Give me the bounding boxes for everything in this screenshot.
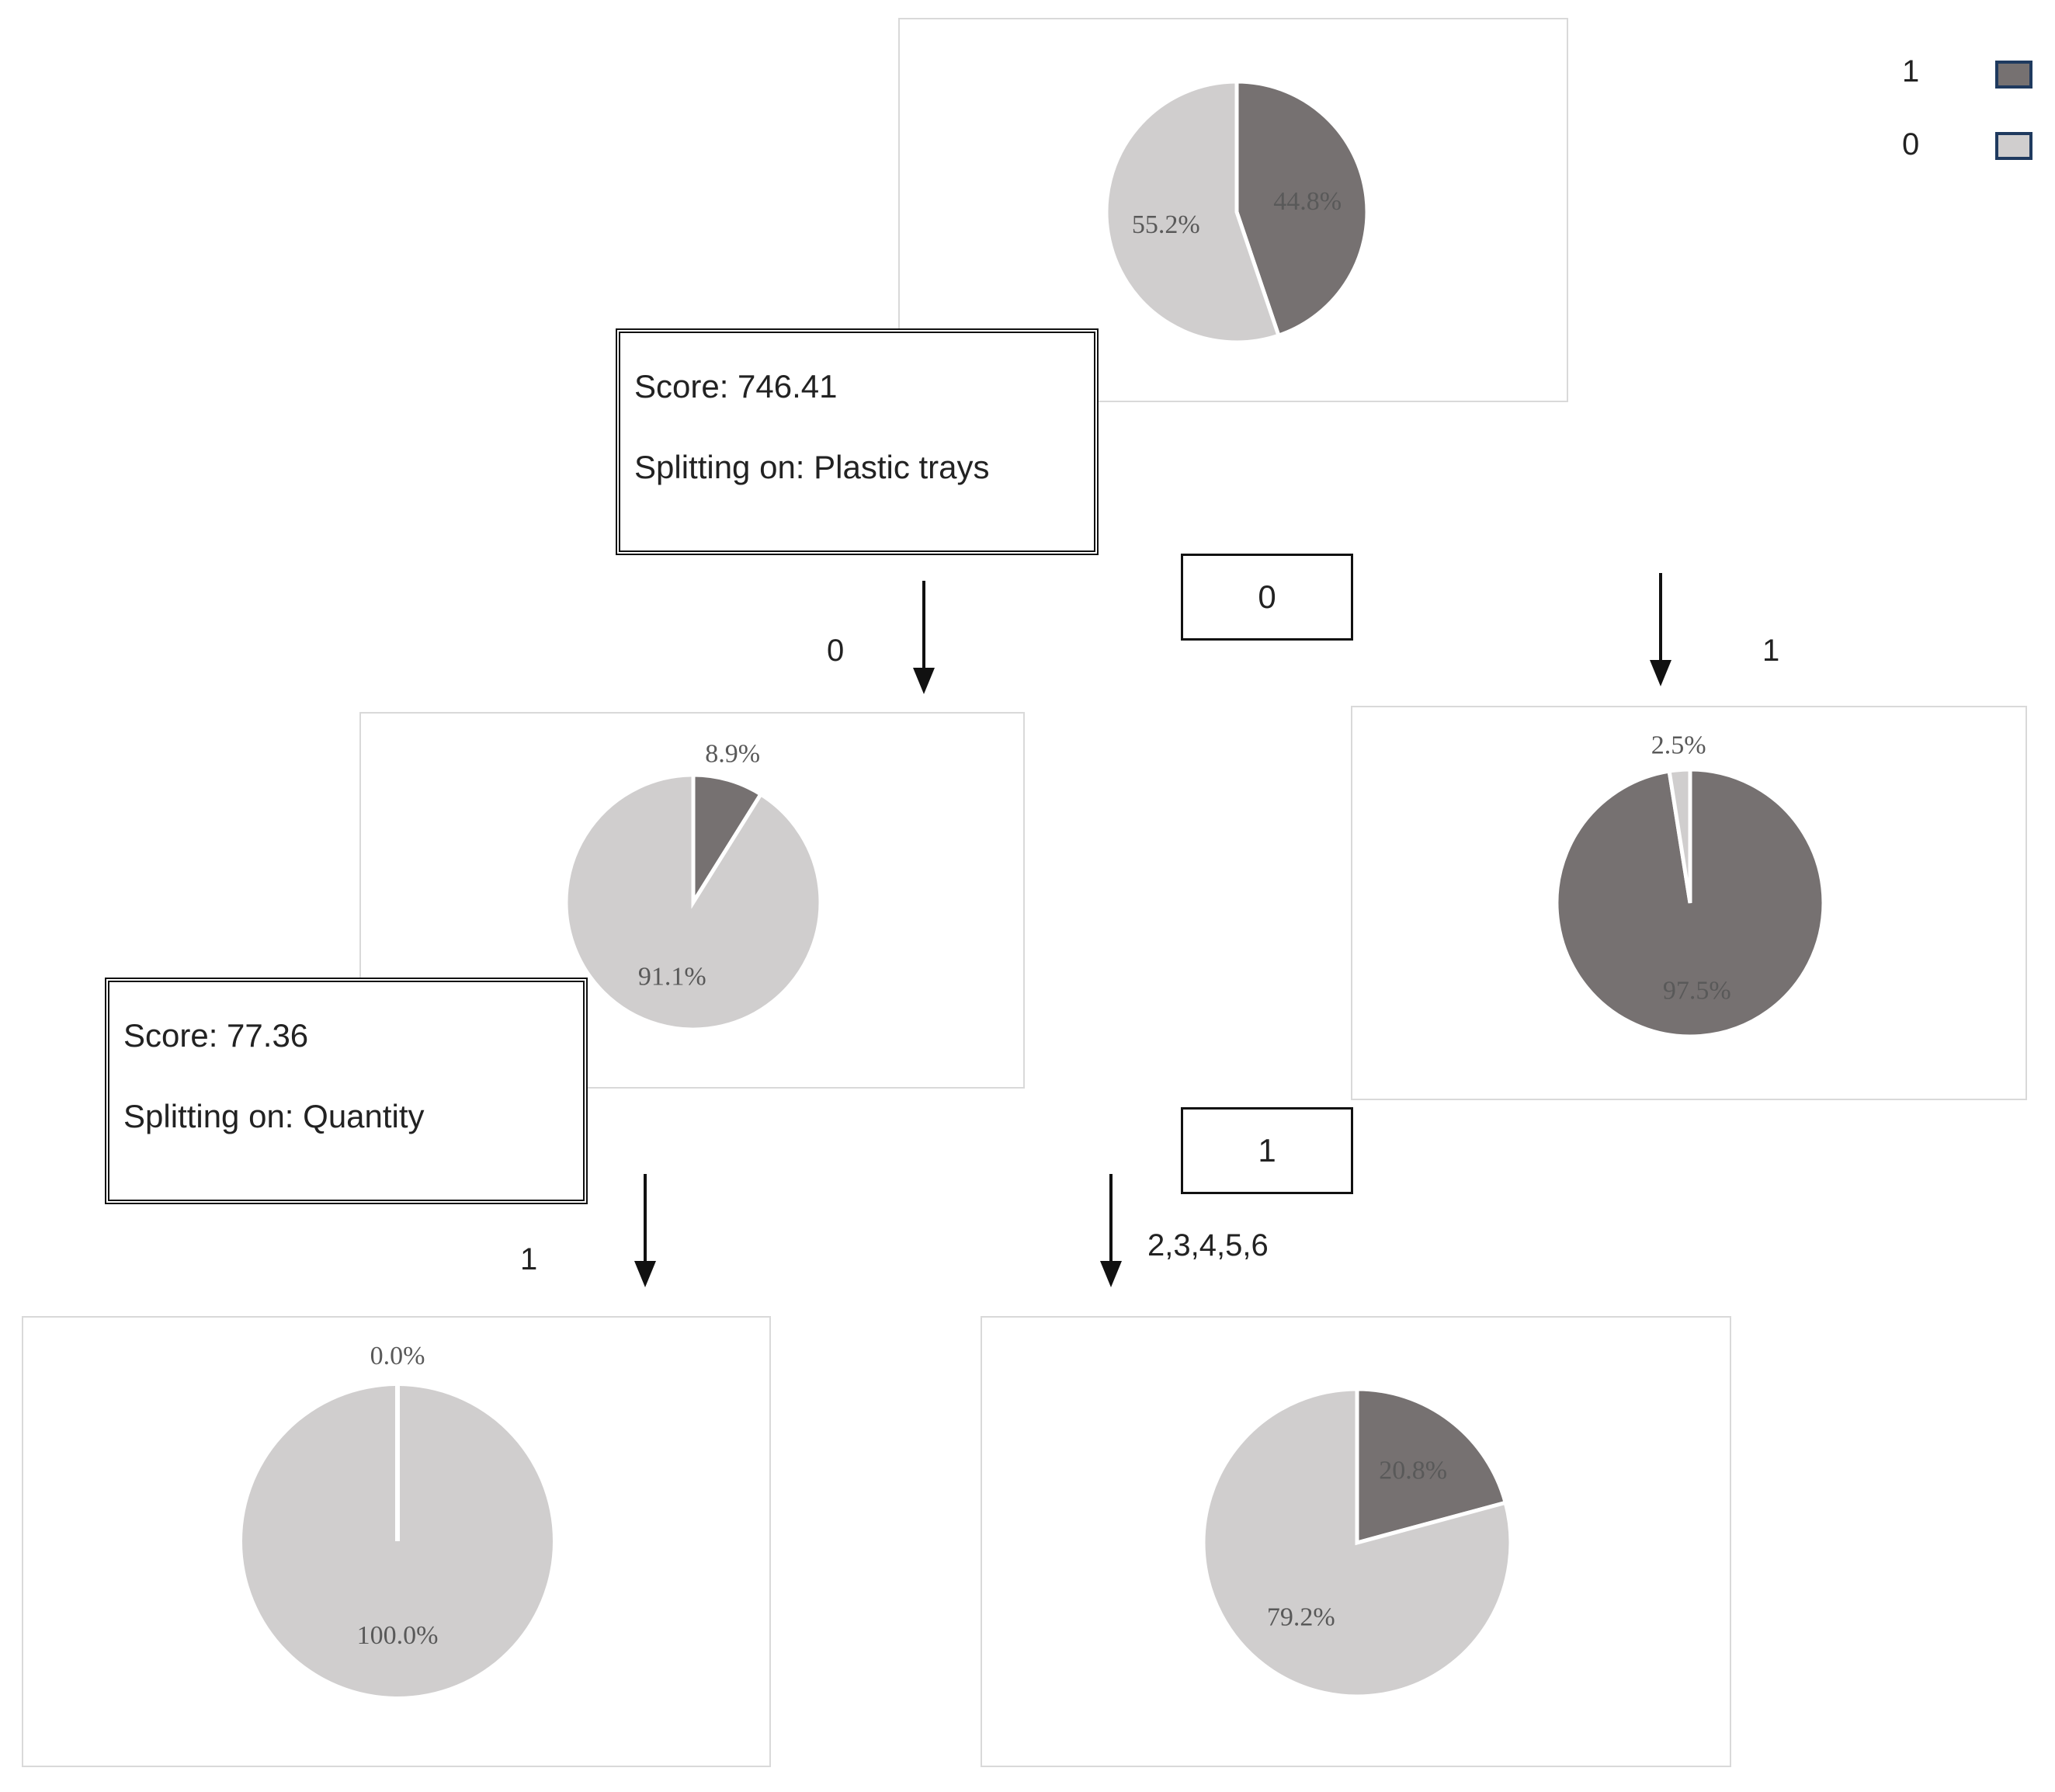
pie-chart-quantity-2-6: 20.8% 79.2% [981, 1316, 1731, 1767]
pie-data-label: 20.8% [1379, 1457, 1447, 1485]
pie-data-label: 55.2% [1132, 210, 1200, 239]
pie-data-label: 0.0% [370, 1342, 425, 1370]
pie-data-label: 79.2% [1267, 1603, 1335, 1631]
pie-slice-1 [1355, 1387, 1508, 1546]
score-text: Score: 746.41 [634, 368, 838, 405]
arrow-quantity-1 [634, 1174, 656, 1287]
pie-slice-0 [1201, 1387, 1513, 1699]
score-text: Score: 77.36 [123, 1017, 309, 1054]
pie-data-label: 97.5% [1663, 976, 1731, 1005]
edge-label-quantity-1: 1 [520, 1242, 538, 1276]
value-box-1: 1 [1181, 1107, 1353, 1194]
pie-svg: 0.0% 100.0% [242, 1342, 553, 1696]
legend-label-0: 0 [1902, 127, 1920, 161]
pie-slice-1 [1234, 79, 1369, 339]
pie-slice-0 [1104, 79, 1282, 345]
pie-svg: 44.8% 55.2% [1104, 79, 1369, 345]
arrow-root-left [913, 581, 935, 694]
pie-data-label: 100.0% [357, 1621, 439, 1650]
legend-label-1: 1 [1902, 54, 1920, 89]
pie-chart-quantity-1: 0.0% 100.0% [22, 1316, 771, 1767]
legend-swatch-1 [1995, 61, 2032, 89]
pie-svg: 97.5% 2.5% [1554, 731, 1826, 1039]
splitting-text: Splitting on: Quantity [123, 1098, 425, 1134]
pie-svg: 20.8% 79.2% [1201, 1387, 1513, 1699]
pie-slice-0 [564, 773, 823, 1032]
arrow-root-right [1650, 573, 1671, 686]
pie-data-label: 91.1% [638, 963, 706, 992]
edge-label-quantity-rest: 2,3,4,5,6 [1147, 1228, 1269, 1262]
pie-slice-0 [1667, 767, 1692, 904]
pie-data-label: 8.9% [705, 739, 760, 768]
split-box-quantity: Score: 77.36 Splitting on: Quantity [105, 978, 588, 1204]
edge-label-root-right: 1 [1762, 634, 1780, 668]
edge-label-root-left: 0 [827, 634, 845, 668]
arrow-quantity-rest [1100, 1174, 1122, 1287]
value-box-0: 0 [1181, 554, 1353, 641]
pie-data-label: 2.5% [1651, 731, 1706, 759]
splitting-text: Splitting on: Plastic trays [634, 449, 990, 485]
pie-chart-plastic-trays-1: 97.5% 2.5% [1351, 706, 2027, 1100]
legend-swatch-0 [1995, 132, 2032, 160]
pie-svg: 8.9% 91.1% [564, 739, 823, 1032]
split-box-root: Score: 746.41 Splitting on: Plastic tray… [616, 328, 1099, 555]
pie-data-label: 44.8% [1273, 187, 1342, 216]
